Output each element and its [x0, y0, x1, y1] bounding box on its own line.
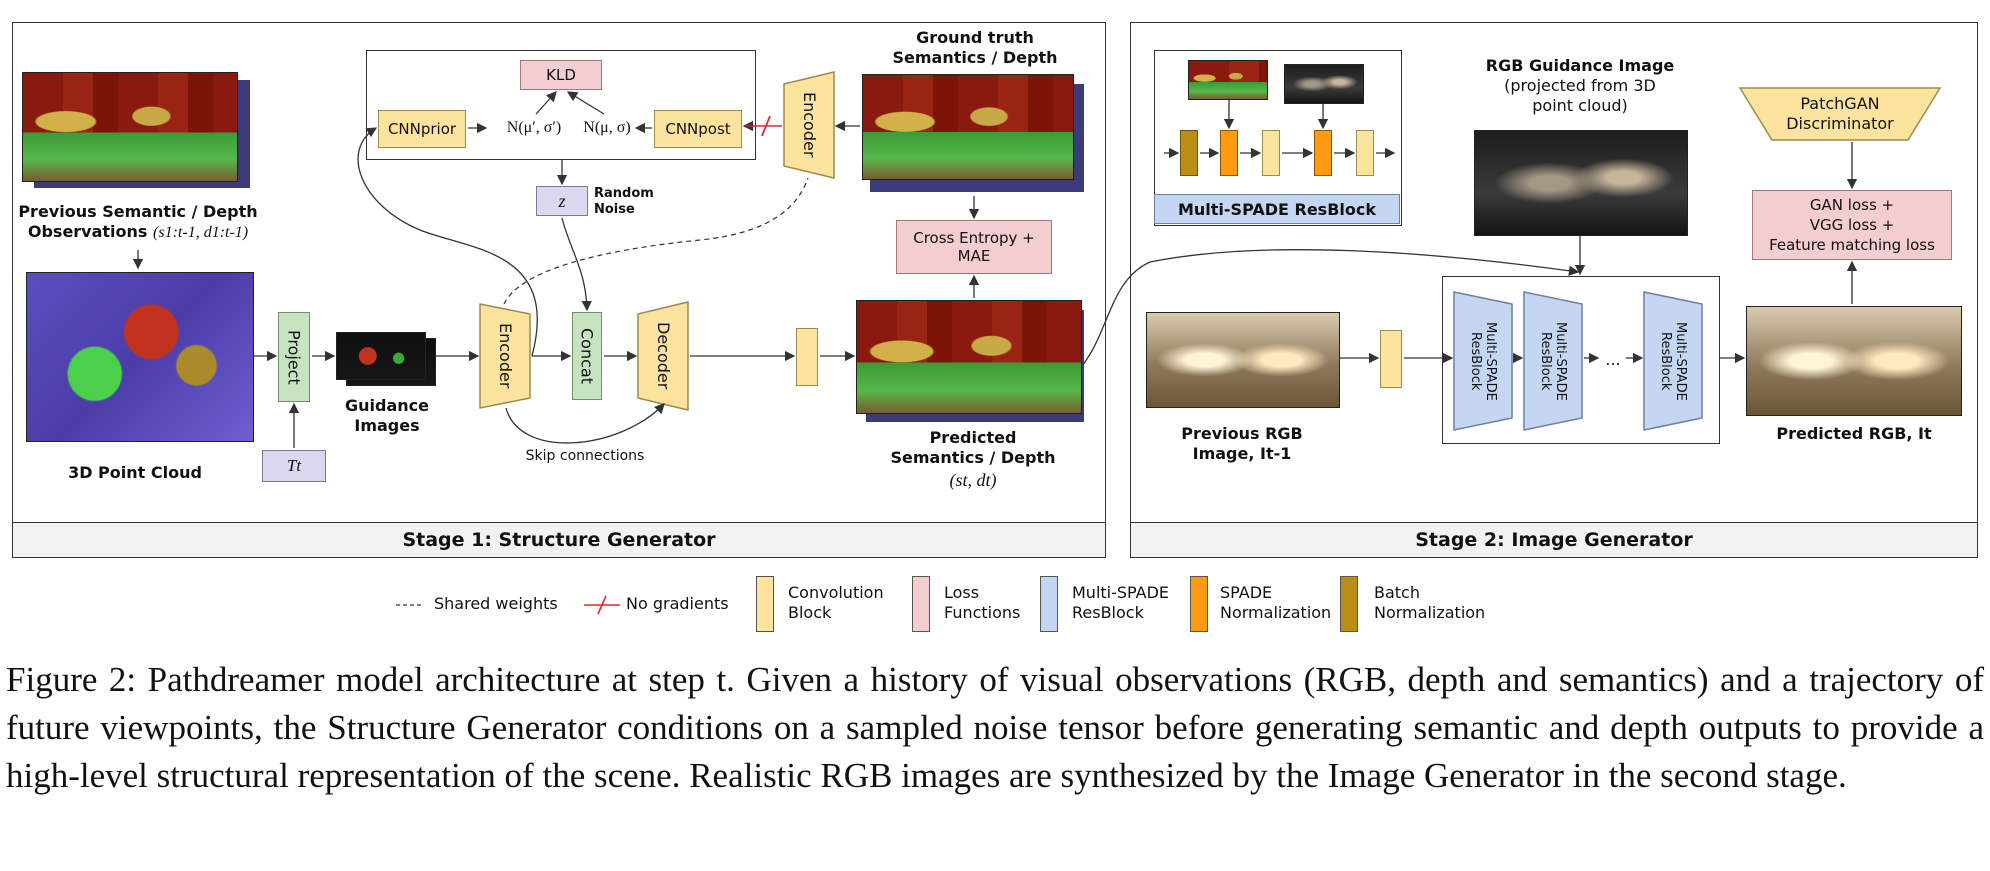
gan-loss-box: GAN loss + VGG loss + Feature matching l… [1752, 190, 1952, 260]
ms-resblock-2-shape [1523, 291, 1583, 431]
n-post-label: N(μ, σ) [583, 119, 631, 136]
stage1-title: Stage 1: Structure Generator [13, 522, 1105, 557]
ms-conv-1 [1262, 130, 1280, 176]
legend-batch-label: Batch Normalization [1374, 583, 1486, 622]
pred-rgb-label: Predicted RGB, It [1776, 424, 1932, 443]
legend-nograd-label: No gradients [626, 594, 729, 613]
ms-rgb-thumb [1284, 64, 1364, 104]
arrow-z-to-concat [561, 217, 592, 312]
encoder-top-shape [783, 71, 835, 179]
skip-connections-label: Skip connections [525, 448, 645, 464]
cnn-post-block: CNNpost [654, 110, 742, 148]
cnn-prior-block: CNNprior [378, 110, 466, 148]
guidance-image [336, 332, 426, 380]
stage2-conv-block [1380, 330, 1402, 388]
multispade-diagram [1154, 50, 1402, 226]
point-cloud-label: 3D Point Cloud [68, 463, 202, 482]
conv-block-small [796, 328, 818, 386]
gt-semantic-image [862, 74, 1074, 180]
guidance-label: Guidance Images [345, 396, 429, 435]
cross-entropy-box: Cross Entropy + MAE [896, 220, 1052, 274]
arrow-skip [505, 403, 665, 444]
legend-ms-swatch [1040, 576, 1058, 632]
figure-caption: Figure 2: Pathdreamer model architecture… [6, 660, 1984, 795]
z-noise-block: z [536, 186, 588, 216]
ms-resblock-1-shape [1453, 291, 1513, 431]
pred-label: Predicted Semantics / Depth [890, 428, 1056, 467]
legend-nograd-tick [597, 595, 607, 615]
decoder-shape [637, 301, 689, 411]
kld-region [366, 50, 756, 160]
legend-loss-swatch [912, 576, 930, 632]
pred-rgb-image [1746, 306, 1962, 416]
legend-spade-swatch [1190, 576, 1208, 632]
prev-obs-label: Previous Semantic / Depth Observations (… [18, 202, 258, 241]
legend-loss-label: Loss Functions [944, 583, 1021, 622]
rgb-guidance-image [1474, 130, 1688, 236]
resblock-dots: ... [1605, 350, 1621, 369]
legend-batch-swatch [1340, 576, 1358, 632]
ms-sem-thumb [1188, 60, 1268, 100]
legend-shared-label: Shared weights [434, 594, 558, 613]
ms-resblock-3-shape [1643, 291, 1703, 431]
ms-spade-1 [1220, 130, 1238, 176]
ms-conv-2 [1356, 130, 1374, 176]
gt-label: Ground truth Semantics / Depth [892, 28, 1058, 67]
patchgan-label: PatchGAN Discriminator [1786, 94, 1894, 133]
encoder-top-label: Encoder [800, 92, 819, 158]
prev-semantic-image [22, 72, 238, 182]
patchgan-shape [1738, 87, 1942, 141]
n-prior-label: N(μ′, σ′) [506, 119, 562, 136]
project-block: Project [278, 312, 310, 402]
ms-resblock-1-label: Multi-SPADE ResBlock [1468, 321, 1498, 401]
legend-spade-label: SPADE Normalization [1220, 583, 1332, 622]
legend-ms-label: Multi-SPADE ResBlock [1072, 583, 1170, 622]
ms-batchnorm-1 [1180, 130, 1198, 176]
legend-conv-swatch [756, 576, 774, 632]
arrow-npost-to-kld [566, 91, 605, 115]
ms-resblock-2-label: Multi-SPADE ResBlock [1538, 321, 1568, 401]
concat-block: Concat [572, 312, 602, 400]
encoder-shape [479, 303, 531, 409]
tt-block: Tt [262, 450, 326, 482]
prev-rgb-label: Previous RGB Image, It-1 [1181, 424, 1303, 463]
legend-conv-label: Convolution Block [788, 583, 884, 622]
shared-weights-dashed [503, 177, 809, 305]
resblock-chain [1442, 276, 1720, 444]
encoder-label: Encoder [496, 323, 515, 389]
ms-spade-2 [1314, 130, 1332, 176]
arrow-pred-sem-to-stage2 [1081, 249, 1580, 367]
pred-semantic-image [856, 300, 1082, 414]
prev-rgb-image [1146, 312, 1340, 408]
random-noise-label: Random Noise [594, 186, 654, 217]
point-cloud-image [26, 272, 254, 442]
stage2-panel: Stage 2: Image Generator [1130, 22, 1978, 558]
arrow-nprior-to-kld [535, 91, 557, 115]
ms-title-box: Multi-SPADE ResBlock [1154, 194, 1400, 224]
stage2-title: Stage 2: Image Generator [1131, 522, 1977, 557]
ms-resblock-3-label: Multi-SPADE ResBlock [1658, 321, 1688, 401]
pred-math: (st, dt) [949, 470, 997, 490]
kld-box: KLD [520, 60, 602, 90]
decoder-label: Decoder [654, 322, 673, 390]
arrow-encoder-to-cnnprior [357, 127, 538, 357]
rgb-guidance-label: RGB Guidance Image (projected from 3D po… [1485, 56, 1675, 115]
